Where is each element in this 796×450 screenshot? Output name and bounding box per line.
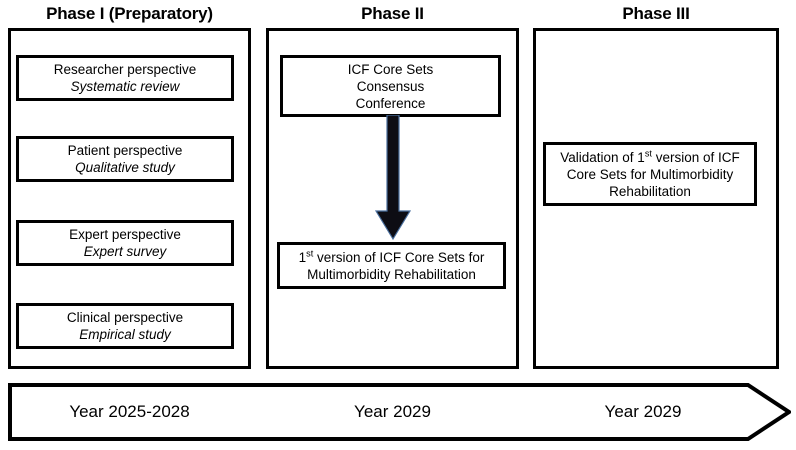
timeline-year-phase-3: Year 2029 [604,402,682,421]
box-patient-perspective: Patient perspective Qualitative study [16,136,234,182]
phase-3-heading: Phase III [622,4,690,23]
box-researcher-subtitle: Systematic review [70,79,180,94]
box-validation-line-2: Core Sets for Multimorbidity [566,166,734,182]
box-clinical-subtitle: Empirical study [79,327,171,342]
box-validation-core-sets: Validation of 1st version of ICF Core Se… [543,142,757,206]
box-clinical-perspective: Clinical perspective Empirical study [16,303,234,349]
timeline-year-phase-2: Year 2029 [354,402,431,421]
box-expert-title: Expert perspective [69,227,181,242]
ordinal-superscript: st [306,248,314,258]
box-consensus-line-3: Conference [355,95,426,111]
box-expert-perspective: Expert perspective Expert survey [16,220,234,266]
box-researcher-perspective: Researcher perspective Systematic review [16,55,234,101]
box-version1-line-2: Multimorbidity Rehabilitation [307,266,476,282]
box-validation-line-1: Validation of 1st version of ICF [560,148,740,165]
timeline-year-phase-1: Year 2025-2028 [69,402,190,421]
box-version1-line-1: 1st version of ICF Core Sets for [298,248,485,265]
box-patient-subtitle: Qualitative study [75,160,175,175]
box-consensus-line-2: Consensus [356,78,425,94]
box-clinical-title: Clinical perspective [66,310,184,325]
box-patient-title: Patient perspective [67,143,183,158]
timeline-banner-arrow [8,383,791,441]
ordinal-superscript: st [644,148,652,158]
phase-2-heading: Phase II [361,4,424,23]
phase-1-heading: Phase I (Preparatory) [46,4,213,23]
box-consensus-conference: ICF Core Sets Consensus Conference [280,55,501,117]
box-validation-line-3: Rehabilitation [609,183,691,199]
box-consensus-line-1: ICF Core Sets [347,61,434,77]
box-first-version-core-sets: 1st version of ICF Core Sets for Multimo… [277,242,506,289]
box-researcher-title: Researcher perspective [53,62,197,77]
down-arrow-icon [374,115,412,241]
box-expert-subtitle: Expert survey [83,244,167,259]
